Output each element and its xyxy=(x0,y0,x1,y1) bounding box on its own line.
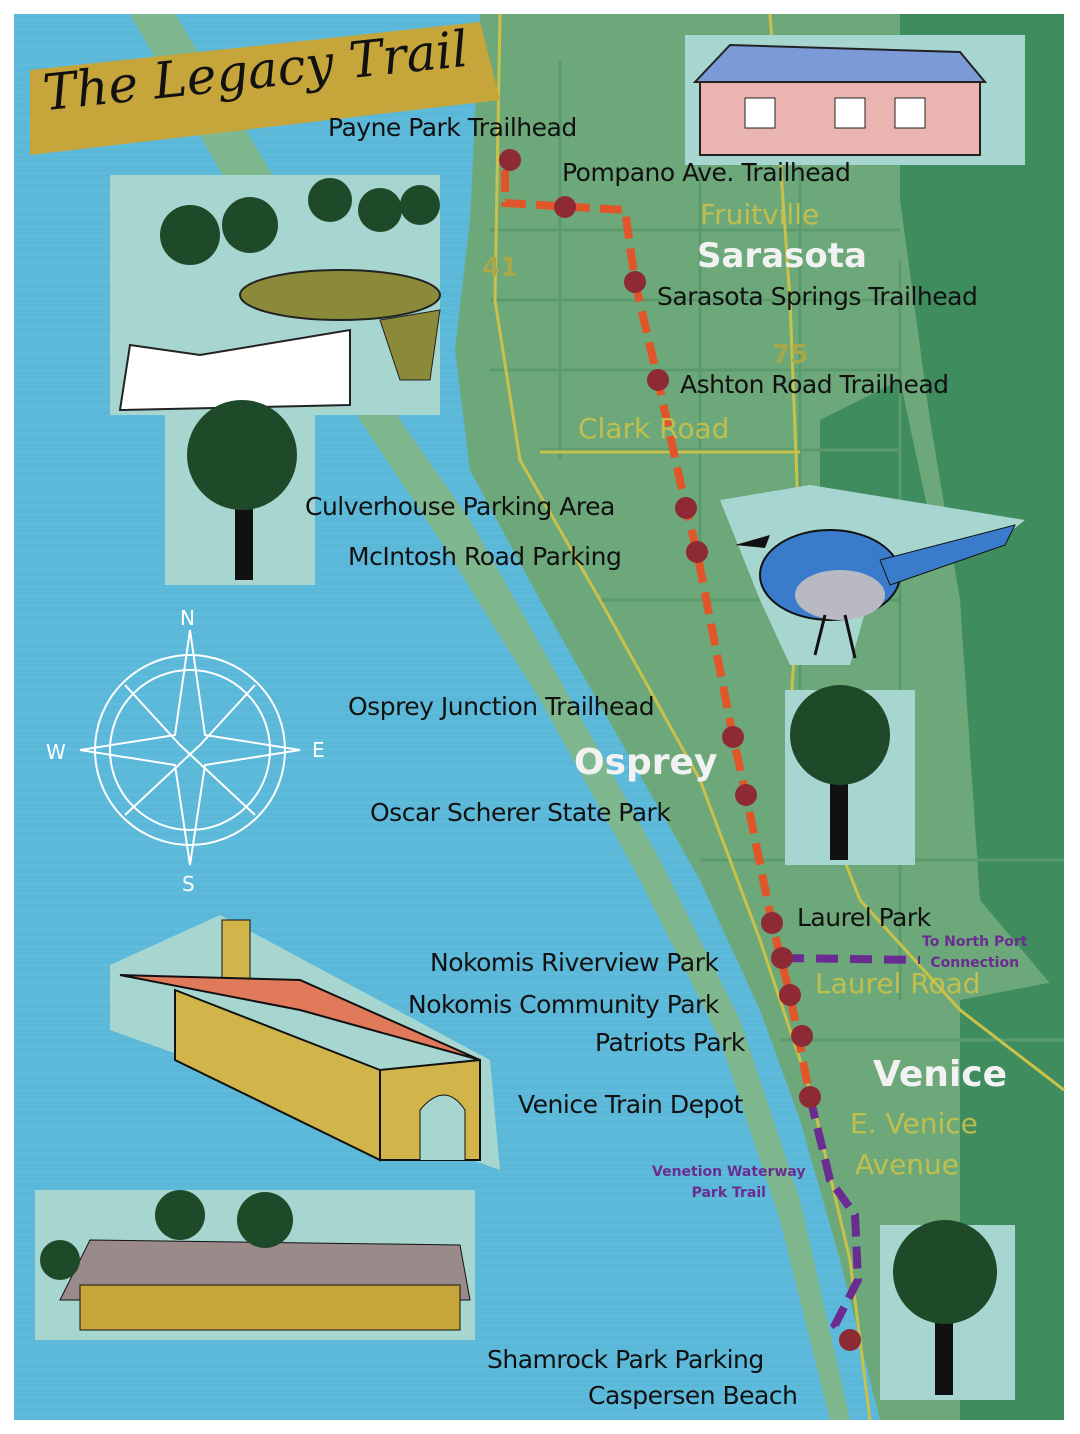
stop-marker[interactable] xyxy=(779,984,801,1006)
road-venice-ave-1: E. Venice xyxy=(850,1107,978,1140)
venetian-line-2: Park Trail xyxy=(691,1185,766,1201)
stop-label-osprey-junction[interactable]: Osprey Junction Trailhead xyxy=(348,692,655,721)
stop-label-nokomis-riverview[interactable]: Nokomis Riverview Park xyxy=(430,948,719,977)
stop-marker[interactable] xyxy=(771,947,793,969)
caspersen-beach-pavilion-illustration xyxy=(35,1190,475,1340)
venetian-waterway-trail xyxy=(806,1096,863,1343)
stop-label-laurel-park[interactable]: Laurel Park xyxy=(797,903,931,932)
stop-label-nokomis-community[interactable]: Nokomis Community Park xyxy=(408,990,719,1019)
legacy-trail-route xyxy=(501,170,814,1098)
compass-e: E xyxy=(312,738,325,762)
road-clark: Clark Road xyxy=(578,412,730,445)
road-venice-ave-2: Avenue xyxy=(855,1148,960,1181)
stop-marker[interactable] xyxy=(761,912,783,934)
venetian-line-1: Venetion Waterway xyxy=(652,1164,806,1180)
stop-label-oscar-scherer[interactable]: Oscar Scherer State Park xyxy=(370,798,671,827)
stop-label-shamrock-park[interactable]: Shamrock Park Parking xyxy=(487,1345,764,1374)
road-fruitville: Fruitville xyxy=(700,198,820,231)
compass-n: N xyxy=(180,606,195,630)
trail-stops xyxy=(499,149,861,1351)
stop-label-pompano-ave[interactable]: Pompano Ave. Trailhead xyxy=(562,158,851,187)
stop-marker[interactable] xyxy=(499,149,521,171)
north-port-connection-label: To North Port Connection xyxy=(922,932,1027,974)
venetian-waterway-label: Venetion Waterway Park Trail xyxy=(652,1162,806,1204)
stop-marker[interactable] xyxy=(554,196,576,218)
highway-i75: 75 xyxy=(772,340,809,370)
stop-sublabel-caspersen-beach: Caspersen Beach xyxy=(588,1381,798,1410)
town-venice: Venice xyxy=(873,1054,1008,1095)
stop-marker[interactable] xyxy=(675,497,697,519)
title-banner xyxy=(30,22,500,155)
stop-label-culverhouse[interactable]: Culverhouse Parking Area xyxy=(305,492,615,521)
north-port-line-2: Connection xyxy=(930,955,1020,971)
stop-label-patriots-park[interactable]: Patriots Park xyxy=(595,1028,745,1057)
compass-w: W xyxy=(46,740,66,764)
stop-marker[interactable] xyxy=(686,541,708,563)
venice-train-depot-illustration xyxy=(110,915,500,1170)
house-illustration xyxy=(685,35,1025,165)
stop-label-venice-train-depot[interactable]: Venice Train Depot xyxy=(518,1090,743,1119)
compass-s: S xyxy=(182,872,195,896)
stop-label-payne-park[interactable]: Payne Park Trailhead xyxy=(328,113,577,142)
mainland xyxy=(455,14,1064,1420)
stop-marker[interactable] xyxy=(624,271,646,293)
palm-tree-illustration xyxy=(785,685,915,865)
north-port-connection xyxy=(781,954,921,964)
town-osprey: Osprey xyxy=(574,742,718,783)
stop-label-mcintosh-road[interactable]: McIntosh Road Parking xyxy=(348,542,622,571)
street-grid xyxy=(490,60,1064,1042)
stop-marker[interactable] xyxy=(799,1086,821,1108)
stop-marker[interactable] xyxy=(647,369,669,391)
stop-marker[interactable] xyxy=(791,1025,813,1047)
compass-rose xyxy=(79,629,301,866)
palm-tree-illustration xyxy=(165,400,315,585)
north-port-line-1: To North Port xyxy=(922,934,1028,950)
highway-us41: 41 xyxy=(482,253,519,283)
road-laurel: Laurel Road xyxy=(815,967,981,1000)
town-sarasota: Sarasota xyxy=(697,236,867,276)
stop-marker[interactable] xyxy=(839,1329,861,1351)
stop-label-ashton-road[interactable]: Ashton Road Trailhead xyxy=(680,370,949,399)
stop-marker[interactable] xyxy=(722,726,744,748)
stop-label-sarasota-springs[interactable]: Sarasota Springs Trailhead xyxy=(657,282,978,311)
palm-tree-illustration xyxy=(880,1220,1015,1400)
park-fountain-illustration xyxy=(110,175,441,415)
scrub-jay-illustration xyxy=(720,485,1025,665)
stop-marker[interactable] xyxy=(735,784,757,806)
